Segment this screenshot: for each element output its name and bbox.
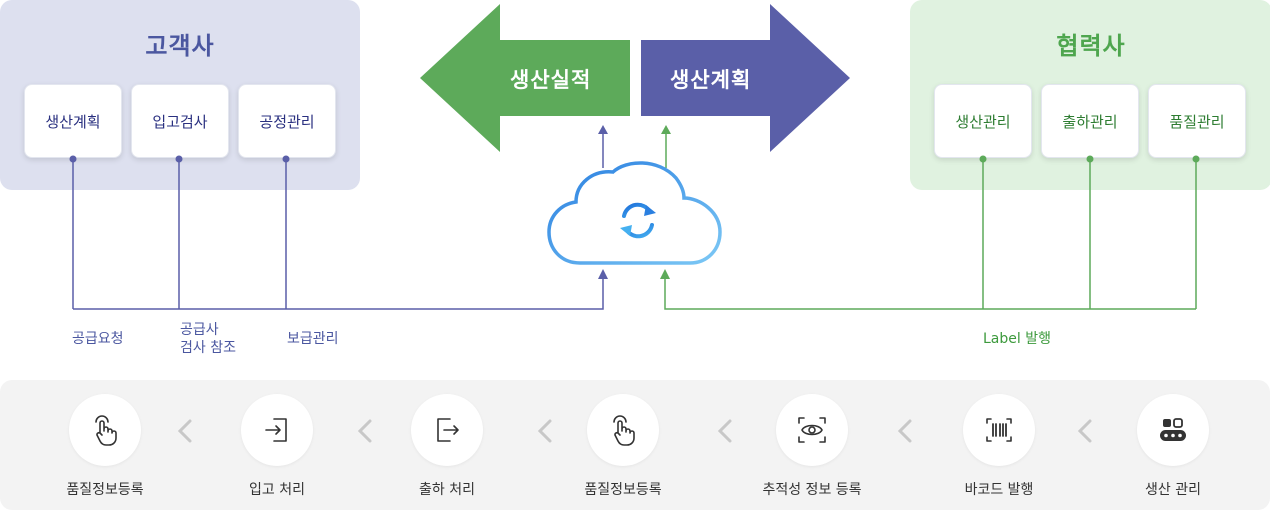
chevron-left-icon [895,418,915,448]
production-result-label: 생산실적 [510,68,592,92]
connector-dot [282,155,290,163]
logout-icon [411,394,483,466]
customer-box-production-plan: 생산계획 [24,84,122,158]
partner-panel: 협력사 생산관리 출하관리 품질관리 [910,0,1270,190]
login-icon [241,394,313,466]
flow-step-label: 바코드 발행 [964,482,1034,498]
chevron-left-icon [175,418,195,448]
cloud-to-left-arrow [598,125,608,168]
flow-step-label: 입고 처리 [249,482,305,498]
supply-management-label: 보급관리 [287,331,339,347]
flow-step: 바코드 발행 [934,394,1064,499]
customer-title: 고객사 [145,32,215,60]
connector-dot [175,155,183,163]
chevron-left-icon [535,418,555,448]
production-icon [1137,394,1209,466]
connector-dot [979,155,987,163]
flow-step-label: 품질정보등록 [584,482,662,498]
flow-step: 생산 관리 [1108,394,1238,499]
flow-step: 추적성 정보 등록 [747,394,877,499]
flow-step-label: 품질정보등록 [66,482,144,498]
barcode-icon [963,394,1035,466]
partner-box-quality-management: 품질관리 [1148,84,1246,158]
chevron-left-icon [1075,418,1095,448]
flow-step-label: 출하 처리 [419,482,475,498]
flow-step: 품질정보등록 [40,394,170,499]
partner-connectors [664,159,1197,310]
flow-step: 입고 처리 [212,394,342,499]
flow-step: 품질정보등록 [558,394,688,499]
partner-box-shipping-management: 출하관리 [1041,84,1139,158]
arrowhead-into-cloud-green [660,269,670,279]
partner-title: 협력사 [1056,32,1126,60]
production-result-arrow [420,4,630,152]
production-plan-label: 생산계획 [670,68,752,92]
customer-panel: 고객사 생산계획 입고검사 공정관리 [0,0,360,190]
supplier-inspection-label: 공급사 검사 참조 [180,322,236,356]
supply-request-label: 공급요청 [72,331,124,347]
chevron-left-icon [355,418,375,448]
chevron-left-icon [715,418,735,448]
connector-dot [1192,155,1200,163]
flow-step: 출하 처리 [382,394,512,499]
connector-dot [69,155,77,163]
partner-box-production-management: 생산관리 [934,84,1032,158]
label-issue-label: Label 발행 [983,331,1051,347]
customer-box-incoming-inspection: 입고검사 [131,84,229,158]
tap-icon [69,394,141,466]
connector-dot [1086,155,1094,163]
process-flow-strip: 품질정보등록 입고 처리 출하 처리 [0,380,1270,510]
cloud-icon [547,161,722,265]
diagram-graphics [69,4,1200,310]
eye-scan-icon [776,394,848,466]
customer-connectors [72,159,604,310]
cloud-to-right-arrow [661,125,671,168]
flow-step-label: 추적성 정보 등록 [762,482,862,498]
tap-icon [587,394,659,466]
flow-step-label: 생산 관리 [1145,482,1201,498]
arrowhead-into-cloud-blue [598,269,608,279]
production-plan-arrow [641,4,850,152]
